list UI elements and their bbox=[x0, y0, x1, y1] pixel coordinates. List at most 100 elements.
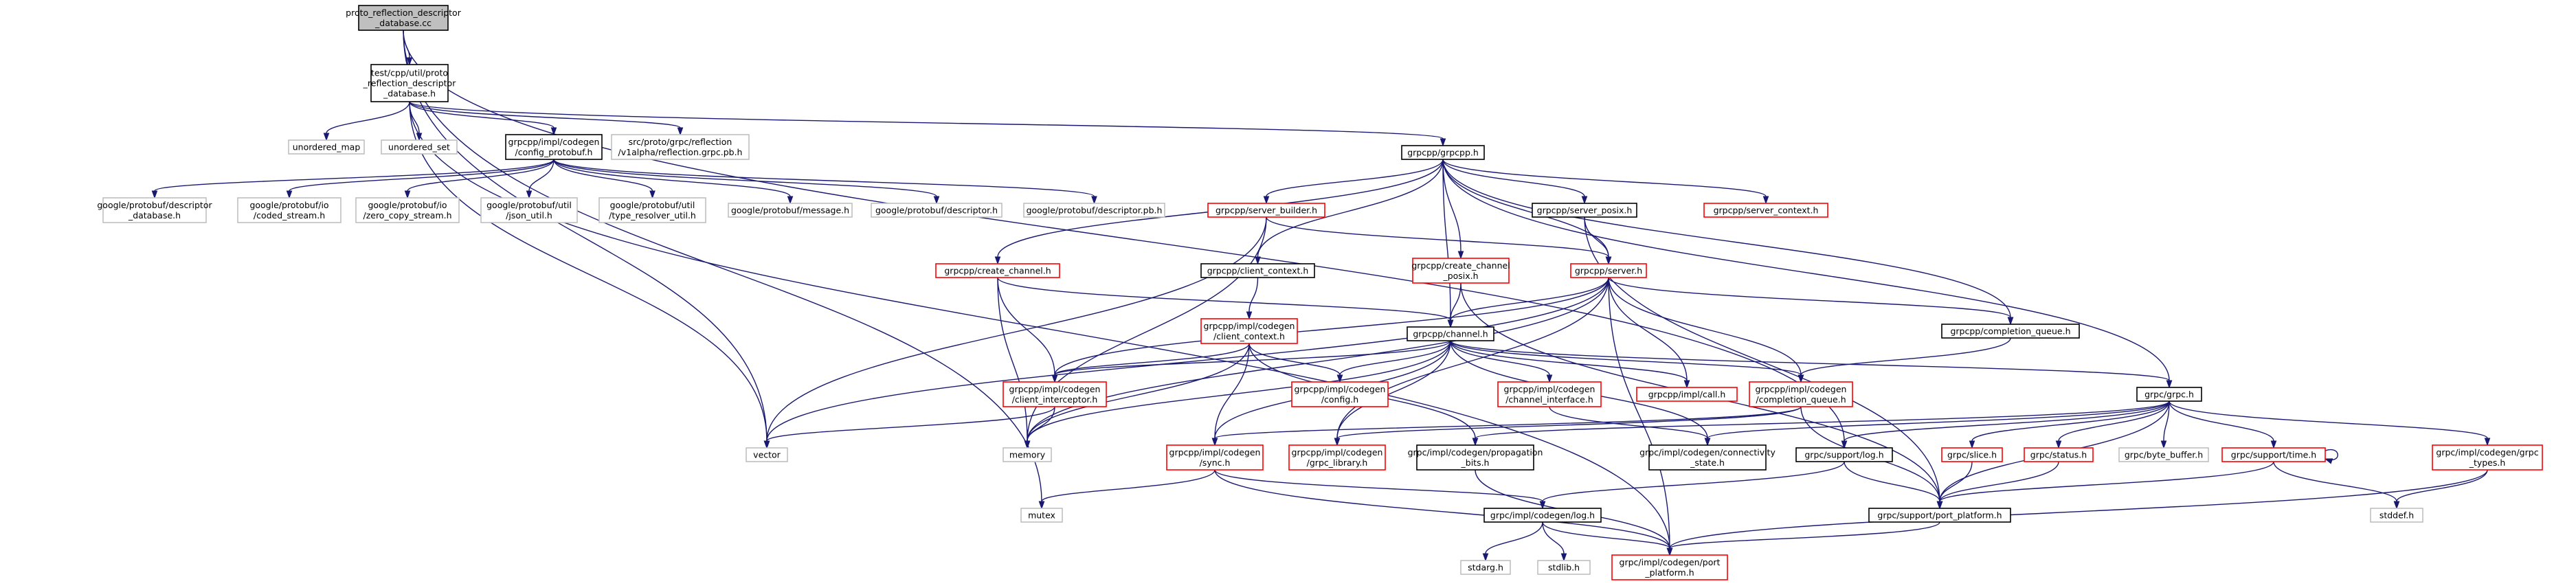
node-label: grpc/grpc.h bbox=[2144, 389, 2194, 400]
node-label: /zero_copy_stream.h bbox=[363, 210, 451, 220]
node-grpc-h[interactable]: grpc/grpc.h bbox=[2136, 387, 2202, 402]
edge-channel_h-to-config_h bbox=[1336, 340, 1451, 383]
edge-channel_h-to-channel_interface bbox=[1450, 340, 1553, 383]
node-box bbox=[2024, 447, 2094, 462]
node-label: _types.h bbox=[2469, 457, 2506, 468]
node-sync-h[interactable]: grpcpp/impl/codegen/sync.h bbox=[1166, 444, 1264, 471]
edge-line bbox=[766, 277, 1609, 442]
node-status-h[interactable]: grpc/status.h bbox=[2024, 447, 2094, 462]
edge-line bbox=[2396, 469, 2488, 502]
node-support-time[interactable]: grpc/support/time.h bbox=[2221, 447, 2326, 462]
arrowhead-icon bbox=[763, 440, 770, 449]
edge-codegen_log-to-stdlib bbox=[1542, 521, 1567, 562]
node-completion-queue[interactable]: grpcpp/completion_queue.h bbox=[1941, 324, 2080, 339]
arrowhead-icon bbox=[1797, 374, 1804, 383]
edge-line bbox=[409, 101, 768, 442]
edge-line bbox=[1257, 159, 1444, 258]
node-codegen-client-context[interactable]: grpcpp/impl/codegen/client_context.h bbox=[1200, 318, 1298, 344]
node-box bbox=[1166, 444, 1264, 471]
node-label: _state.h bbox=[1690, 457, 1725, 468]
node-label: grpcpp/client_context.h bbox=[1207, 266, 1309, 276]
node-box bbox=[355, 197, 460, 223]
node-config-h[interactable]: grpcpp/impl/codegen/config.h bbox=[1291, 381, 1389, 407]
node-label: grpcpp/impl/codegen bbox=[1169, 447, 1261, 457]
node-server-context[interactable]: grpcpp/server_context.h bbox=[1703, 203, 1828, 218]
node-pb-desc-pb: google/protobuf/descriptor.pb.h bbox=[1023, 203, 1165, 218]
node-reflection-grpc: src/proto/grpc/reflection/v1alpha/reflec… bbox=[611, 134, 750, 160]
node-box bbox=[1941, 324, 2080, 339]
edge-line bbox=[1939, 461, 2274, 502]
edge-line bbox=[1336, 277, 1609, 439]
node-server-builder[interactable]: grpcpp/server_builder.h bbox=[1207, 203, 1325, 218]
arrowhead-icon bbox=[2055, 440, 2062, 449]
arrowhead-icon bbox=[1336, 374, 1343, 383]
node-test-h[interactable]: test/cpp/util/proto_reflection_descripto… bbox=[363, 64, 457, 102]
node-create-channel-posix[interactable]: grpcpp/create_channel_posix.h bbox=[1411, 258, 1510, 284]
node-grpcpp-h[interactable]: grpcpp/grpcpp.h bbox=[1401, 145, 1485, 160]
node-label: mutex bbox=[1028, 510, 1055, 521]
edge-line bbox=[553, 159, 937, 197]
node-label: proto_reflection_descriptor bbox=[346, 8, 462, 18]
node-box bbox=[370, 64, 449, 102]
edge-line bbox=[1214, 343, 1250, 439]
arrowhead-icon bbox=[677, 127, 684, 136]
node-create-channel[interactable]: grpcpp/create_channel.h bbox=[935, 263, 1060, 278]
node-label: grpcpp/server.h bbox=[1575, 266, 1642, 276]
node-label: grpc/impl/codegen/grpc bbox=[2436, 447, 2538, 457]
node-client-context[interactable]: grpcpp/client_context.h bbox=[1200, 263, 1315, 278]
node-label: /config.h bbox=[1321, 394, 1358, 405]
node-grpc-types[interactable]: grpc/impl/codegen/grpc_types.h bbox=[2432, 444, 2543, 471]
node-server-posix[interactable]: grpcpp/server_posix.h bbox=[1532, 203, 1637, 218]
edge-line bbox=[1608, 277, 1688, 381]
node-label: grpcpp/impl/codegen bbox=[1009, 384, 1101, 394]
node-support-log[interactable]: grpc/support/log.h bbox=[1795, 447, 1893, 462]
arrowhead-icon bbox=[933, 196, 940, 205]
edge-config_protobuf-to-pb_coded bbox=[286, 159, 555, 199]
node-box bbox=[1868, 508, 2011, 523]
node-label: src/proto/grpc/reflection bbox=[629, 137, 732, 147]
arrowhead-icon bbox=[1762, 196, 1769, 205]
edge-support_time-to-stddef bbox=[2273, 461, 2400, 510]
node-slice-h[interactable]: grpc/slice.h bbox=[1941, 447, 2003, 462]
edge-test_h-to-grpcpp_h bbox=[409, 101, 1446, 147]
node-client-interceptor[interactable]: grpcpp/impl/codegen/client_interceptor.h bbox=[1003, 381, 1107, 407]
node-codegen-log[interactable]: grpc/impl/codegen/log.h bbox=[1483, 508, 1602, 523]
node-box bbox=[358, 5, 449, 31]
node-label: /json_util.h bbox=[506, 210, 552, 220]
edge-line bbox=[1669, 469, 2488, 549]
node-server-h[interactable]: grpcpp/server.h bbox=[1570, 263, 1647, 278]
arrowhead-icon bbox=[1263, 196, 1270, 205]
node-channel-interface[interactable]: grpcpp/impl/codegen/channel_interface.h bbox=[1497, 381, 1602, 407]
node-channel-h[interactable]: grpcpp/channel.h bbox=[1407, 326, 1494, 341]
arrowhead-icon bbox=[1482, 553, 1489, 562]
node-codegen-cq[interactable]: grpcpp/impl/codegen/completion_queue.h bbox=[1749, 381, 1853, 407]
edge-grpc_types-to-codegen_port_platform bbox=[1666, 469, 2488, 556]
edge-server_h-to-vector bbox=[763, 277, 1609, 449]
node-box bbox=[1460, 560, 1511, 575]
node-label: /client_interceptor.h bbox=[1012, 394, 1098, 405]
edge-test_h-to-unordered_map bbox=[323, 101, 410, 142]
edge-client_interceptor-to-memory bbox=[1024, 406, 1055, 449]
node-root[interactable]: proto_reflection_descriptor_database.cc bbox=[346, 5, 462, 31]
edge-server_posix-to-server_h bbox=[1584, 216, 1612, 265]
node-codegen-port-platform[interactable]: grpc/impl/codegen/port_platform.h bbox=[1611, 554, 1728, 580]
node-config-protobuf[interactable]: grpcpp/impl/codegen/config_protobuf.h bbox=[505, 134, 603, 160]
arrowhead-icon bbox=[2160, 440, 2167, 449]
edge-codegen_cq-to-grpc_library bbox=[1334, 406, 1802, 446]
edge-support_time-to-port_platform bbox=[1936, 461, 2274, 510]
node-propagation-bits[interactable]: grpc/impl/codegen/propagation_bits.h bbox=[1408, 444, 1543, 471]
edge-line bbox=[1844, 400, 2170, 442]
node-label: _database.h bbox=[383, 89, 436, 99]
arrowhead-icon bbox=[1472, 438, 1479, 446]
node-grpc-library[interactable]: grpcpp/impl/codegen/grpc_library.h bbox=[1288, 444, 1386, 471]
edge-codegen_log-to-stdarg bbox=[1482, 521, 1543, 562]
node-call-h[interactable]: grpcpp/impl/call.h bbox=[1636, 387, 1738, 402]
node-port-platform[interactable]: grpc/support/port_platform.h bbox=[1868, 508, 2011, 523]
node-connectivity-state[interactable]: grpc/impl/codegen/connectivity_state.h bbox=[1639, 444, 1776, 471]
edge-line bbox=[1608, 277, 1802, 376]
edge-line bbox=[1800, 337, 2011, 376]
edge-line bbox=[1450, 340, 1802, 376]
edge-client_context-to-codegen_client_context bbox=[1246, 277, 1259, 320]
node-box bbox=[1537, 560, 1591, 575]
edge-line bbox=[1248, 343, 1341, 376]
